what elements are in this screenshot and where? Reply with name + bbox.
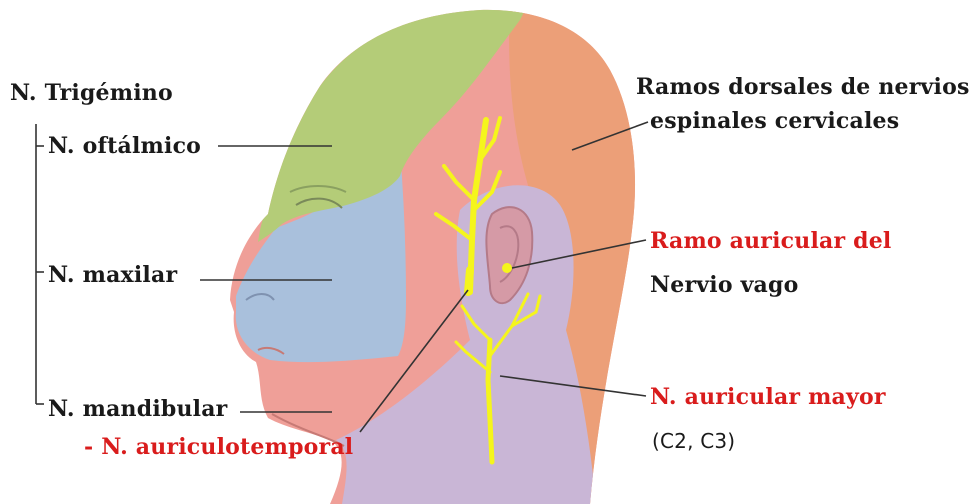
label-auriculotemporal: - N. auriculotemporal [84, 434, 353, 460]
label-mandibular: N. mandibular [48, 396, 227, 422]
label-auricular-mayor-roots: (C2, C3) [652, 428, 735, 454]
label-maxilar: N. maxilar [48, 262, 177, 288]
label-dorsales-line2: espinales cervicales [650, 108, 899, 134]
label-auricular-mayor: N. auricular mayor [650, 384, 886, 410]
label-dorsales-line1: Ramos dorsales de nervios [636, 74, 970, 100]
label-trigemino: N. Trigémino [10, 80, 173, 106]
label-auricular-vago-line1: Ramo auricular del [650, 228, 891, 254]
label-auricular-vago-line2: Nervio vago [650, 272, 798, 298]
auricular-vagus-point [502, 263, 512, 273]
label-oftalmico: N. oftálmico [48, 133, 201, 159]
